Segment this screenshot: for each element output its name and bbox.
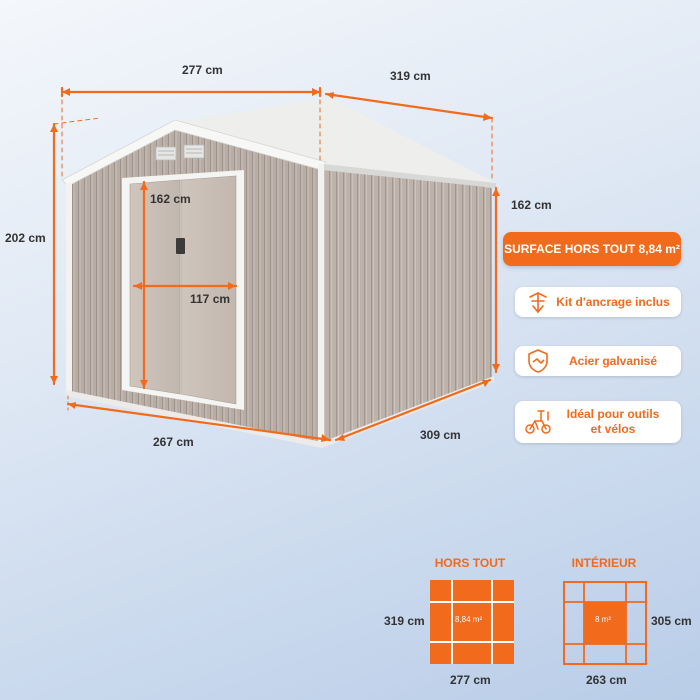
dim-total-height: 202 cm — [5, 231, 46, 245]
plan-outside-depth: 319 cm — [384, 614, 425, 628]
dim-side-wall-height: 162 cm — [511, 198, 552, 212]
surface-badge: SURFACE HORS TOUT 8,84 m² — [503, 232, 681, 266]
shed-door-right — [180, 175, 237, 405]
plan-inside-title: INTÉRIEUR — [571, 556, 637, 570]
dim-top-side-depth: 319 cm — [390, 69, 431, 83]
dim-door-width: 117 cm — [190, 292, 231, 306]
shed-side-wall — [322, 162, 492, 444]
dim-door-height: 162 cm — [150, 192, 191, 206]
tools-bike-icon — [525, 410, 551, 434]
dim-base-front-width: 267 cm — [153, 435, 194, 449]
plan-outside-title: HORS TOUT — [434, 556, 506, 570]
shed-roof-side — [175, 98, 496, 183]
plan-inside-grid — [563, 581, 647, 665]
door-handle — [176, 238, 185, 254]
feature-label: Idéal pour outils et vélos — [553, 407, 673, 437]
galvanized-shield-icon — [528, 349, 548, 373]
feature-label: Kit d'ancrage inclus — [556, 294, 670, 309]
dim-base-side-depth: 309 cm — [420, 428, 461, 442]
plan-inside-width: 263 cm — [586, 673, 627, 687]
feature-anchor-kit: Kit d'ancrage inclus — [515, 287, 681, 317]
vent — [183, 144, 205, 159]
plan-outside-width: 277 cm — [450, 673, 491, 687]
feature-label-line2: et vélos — [590, 422, 636, 436]
anchor-kit-icon — [529, 292, 547, 314]
feature-label-line1: Idéal pour outils — [566, 407, 660, 421]
feature-galvanized: Acier galvanisé — [515, 346, 681, 376]
plan-outside-area: 8,84 m² — [455, 615, 483, 624]
plan-inside-depth: 305 cm — [651, 614, 692, 628]
plan-inside-area: 8 m² — [595, 615, 611, 624]
dim-top-front-width: 277 cm — [182, 63, 223, 77]
plan-outside-grid — [430, 580, 514, 664]
feature-label: Acier galvanisé — [568, 353, 658, 368]
vent — [155, 146, 177, 161]
feature-tools-bikes: Idéal pour outils et vélos — [515, 401, 681, 443]
